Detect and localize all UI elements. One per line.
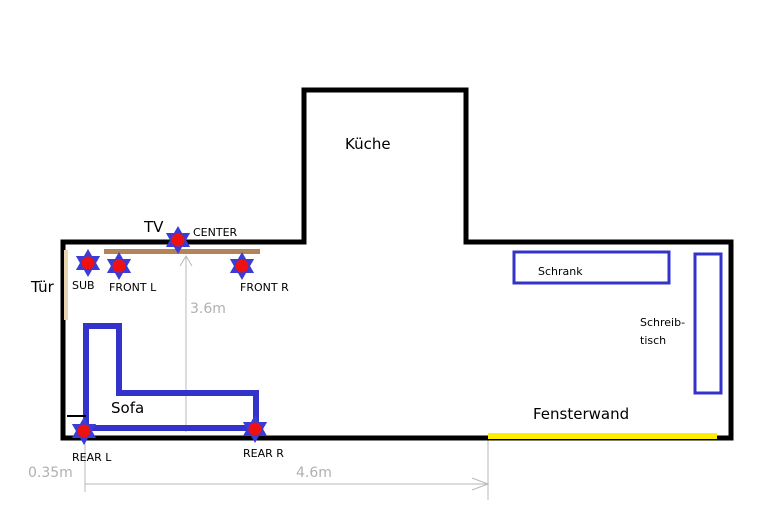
speaker-star-icon — [106, 252, 132, 280]
width-arrow-head — [471, 477, 490, 491]
room-walls — [60, 87, 734, 441]
speaker-star-icon — [229, 252, 255, 280]
desk-label-line1: Schreib- — [640, 316, 685, 329]
speaker-label-sub: SUB — [72, 279, 95, 292]
speaker-label-rear-l: REAR L — [72, 451, 112, 464]
speaker-sub — [75, 249, 101, 277]
width-dimension-label: 4.6m — [296, 465, 332, 481]
desk-label-line2: tisch — [640, 334, 666, 347]
speaker-front-l — [106, 252, 132, 280]
offset-dimension-label: 0.35m — [28, 465, 73, 481]
speaker-star-icon — [71, 417, 97, 445]
speaker-star-icon — [75, 249, 101, 277]
speaker-star-icon — [165, 226, 191, 254]
wardrobe — [512, 250, 671, 285]
door — [64, 250, 68, 320]
speaker-rear-l — [71, 417, 97, 445]
depth-dimension-label: 3.6m — [190, 301, 226, 317]
dimension-lines — [84, 255, 490, 500]
tv-shape — [104, 249, 260, 254]
speaker-front-r — [229, 252, 255, 280]
desk — [693, 252, 723, 395]
depth-arrow-head — [179, 255, 193, 267]
sofa-label: Sofa — [111, 399, 144, 417]
door-label: Tür — [30, 278, 55, 296]
speaker-label-rear-r: REAR R — [243, 447, 284, 460]
tv-label: TV — [143, 218, 164, 236]
speaker-star-icon — [242, 415, 268, 443]
window-wall-label: Fensterwand — [533, 405, 629, 423]
speaker-rear-r — [242, 415, 268, 443]
speaker-center — [165, 226, 191, 254]
speaker-label-front-r: FRONT R — [240, 281, 289, 294]
kitchen-label: Küche — [345, 135, 391, 153]
wardrobe-label: Schrank — [538, 265, 583, 278]
speaker-label-center: CENTER — [193, 226, 238, 239]
speaker-label-front-l: FRONT L — [109, 281, 157, 294]
